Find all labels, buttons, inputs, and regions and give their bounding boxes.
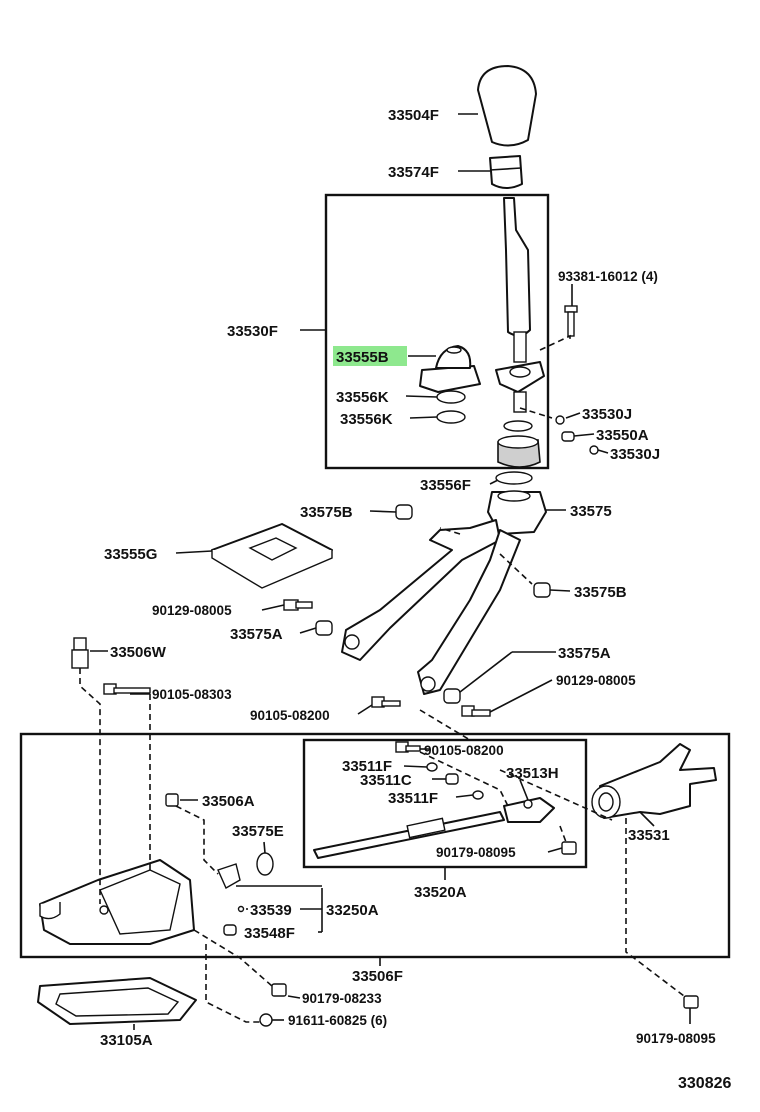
o-ring-lower-drawing [436,410,466,424]
label-90179-08233[interactable]: 90179-08233 [302,991,382,1006]
leader-lines [90,113,691,1030]
bushing-33511c-drawing [445,773,459,785]
nut-90179-08095-inner-drawing [561,841,577,855]
shift-arm-right-drawing [417,529,521,695]
label-93381-16012[interactable]: 93381-16012 (4) [558,269,658,284]
label-33511C[interactable]: 33511C [360,772,412,789]
case-housing-drawing [39,859,195,945]
label-90129-08005-right[interactable]: 90129-08005 [556,673,636,688]
lever-bushing-drawing [495,420,541,485]
label-33506F[interactable]: 33506F [352,968,403,985]
bushing-33548f-drawing [223,924,237,936]
label-33575[interactable]: 33575 [570,503,612,520]
label-33105A[interactable]: 33105A [100,1032,153,1049]
label-91611-60825[interactable]: 91611-60825 (6) [288,1013,387,1028]
label-33556K-lower[interactable]: 33556K [340,411,393,428]
diagram-reference-number: 330826 [678,1075,731,1092]
gasket-drawing [37,977,197,1025]
highlight-33555B [333,346,407,366]
label-33575A-right[interactable]: 33575A [558,645,611,662]
label-33520A[interactable]: 33520A [414,884,467,901]
label-90179-08095-inner[interactable]: 90179-08095 [436,845,516,860]
label-33511F-upper[interactable]: 33511F [342,758,392,775]
nut-90179-08095-outer-drawing [683,995,699,1009]
bolt-90105-08200-upper-drawing [371,696,401,708]
label-33575E[interactable]: 33575E [232,823,284,840]
label-33530J-lower[interactable]: 33530J [610,446,660,463]
bolt-90129-left-drawing [283,599,313,611]
label-33575B-upper[interactable]: 33575B [300,504,353,521]
bushing-33550a-drawing [561,431,575,442]
clip-33511f-upper-drawing [426,762,438,772]
label-33550A[interactable]: 33550A [596,427,649,444]
label-33575A-left[interactable]: 33575A [230,626,283,643]
bolt-90129-right-drawing [461,705,491,717]
label-33574F[interactable]: 33574F [388,164,439,181]
pin-33539-drawing [237,905,245,913]
lever-33250a-drawing [217,863,241,889]
label-33531[interactable]: 33531 [628,827,670,844]
label-90105-08200-upper[interactable]: 90105-08200 [250,708,330,723]
label-33575B-lower[interactable]: 33575B [574,584,627,601]
bolt-93381-drawing [564,305,578,337]
clip-33530j-upper-drawing [555,415,565,425]
label-90105-08200-lower[interactable]: 90105-08200 [424,743,504,758]
label-33530F[interactable]: 33530F [227,323,278,340]
lever-retainer-drawing [487,490,547,535]
label-33555G[interactable]: 33555G [104,546,157,563]
label-33530J-upper[interactable]: 33530J [582,406,632,423]
label-33548F[interactable]: 33548F [244,925,295,942]
label-33556K-upper[interactable]: 33556K [336,389,389,406]
pin-33506w-drawing [71,637,89,669]
label-33556F[interactable]: 33556F [420,477,471,494]
dashed-assembly-lines [79,334,685,1023]
bolt-33506a-drawing [165,793,179,807]
label-90105-08303[interactable]: 90105-08303 [152,687,232,702]
selector-lever-drawing [591,743,717,819]
label-33539[interactable]: 33539 [250,902,292,919]
bushing-33575a-right-drawing [443,688,461,704]
label-90129-08005-left[interactable]: 90129-08005 [152,603,232,618]
cover-plate-drawing [211,523,333,589]
bolt-91611-drawing [259,1013,273,1027]
knob-sleeve-drawing [489,155,523,189]
label-33506A[interactable]: 33506A [202,793,255,810]
label-33506W[interactable]: 33506W [110,644,167,661]
label-33504F[interactable]: 33504F [388,107,439,124]
bushing-33575b-upper-drawing [395,504,413,520]
label-90179-08095-outer[interactable]: 90179-08095 [636,1031,716,1046]
shift-arm-left-drawing [341,519,501,661]
bushing-33575e-drawing [256,852,274,876]
o-ring-upper-drawing [436,390,466,404]
shift-knob-drawing [477,65,537,147]
label-33250A[interactable]: 33250A [326,902,379,919]
label-33513H[interactable]: 33513H [506,765,559,782]
bushing-33575a-left-drawing [315,620,333,636]
shift-rod-drawing [313,797,555,859]
label-33555B[interactable]: 33555B [336,349,389,366]
clip-33530j-lower-drawing [589,445,599,455]
bolt-90105-08200-lower-drawing [395,741,421,753]
shift-lever-assembly-box [324,193,550,470]
nut-90179-08233-drawing [271,983,287,997]
bushing-33575b-lower-drawing [533,582,551,598]
lever-boot-drawing [419,345,481,393]
label-33511F-lower[interactable]: 33511F [388,790,438,807]
shift-lever-drawing [495,197,545,413]
housing-assembly-box [19,732,731,959]
bolt-90105-08303-drawing [103,683,151,695]
clip-33511f-lower-drawing [472,790,484,800]
